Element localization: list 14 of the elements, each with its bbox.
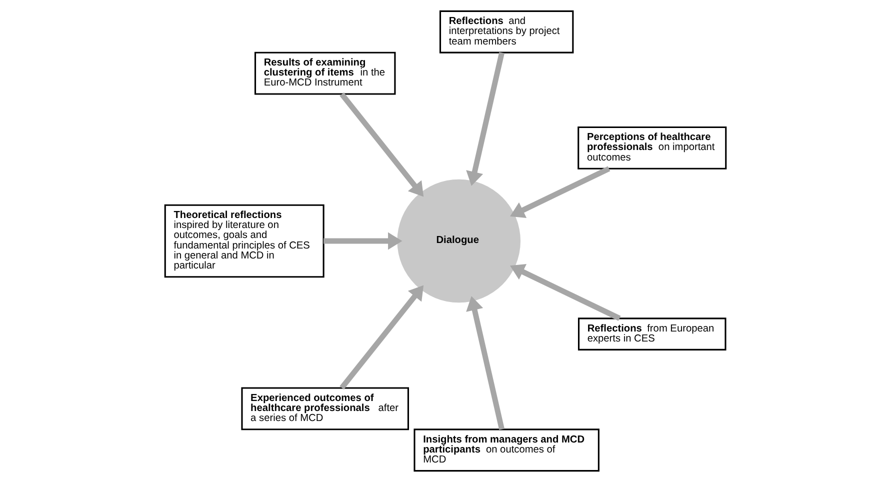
arrow — [339, 92, 424, 197]
node-box: Reflections from European experts in CES — [577, 318, 726, 350]
arrow — [510, 166, 610, 218]
arrow — [466, 296, 504, 430]
node-box: Insights from managers and MCD participants on outcomes of MCD — [413, 428, 599, 472]
node-box: Perceptions of healthcare professionals on important outcomes — [577, 126, 726, 170]
arrow — [509, 264, 620, 321]
arrow — [339, 285, 424, 390]
arrow — [466, 52, 504, 186]
node-box: Theoretical reflections inspired by literature on outcomes, goals and fundamental principles of CES in general and MCD in particular — [164, 204, 324, 278]
node-box: Experienced outcomes of healthcare professionals after a series of MCD — [240, 387, 408, 430]
node-box: Reflections and interpretations by project team members — [438, 10, 574, 54]
arrow — [323, 232, 402, 250]
node-box: Results of examining clustering of items in the Euro-MCD Instrument — [254, 52, 396, 95]
